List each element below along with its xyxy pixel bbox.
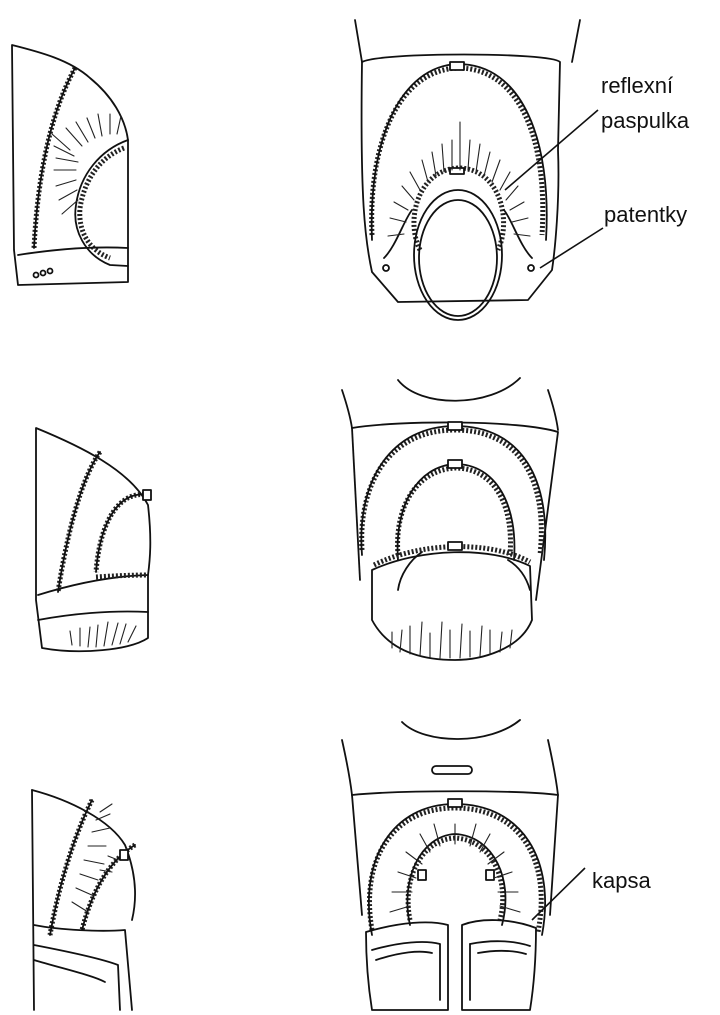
- label-snaps: patentky: [540, 202, 687, 268]
- label-reflective-piping-line2: paspulka: [601, 108, 690, 133]
- fringe-side-1: [52, 114, 121, 214]
- leader-snaps: [540, 228, 603, 268]
- pocket-left: [366, 922, 448, 1010]
- fringe-side-3: [72, 804, 118, 912]
- label-pocket-text: kapsa: [592, 868, 651, 893]
- label-reflective-piping-line1: reflexní: [601, 73, 673, 98]
- leader-reflective-piping: [505, 110, 598, 190]
- hood-side-view-1: [12, 45, 128, 285]
- hood-front-view-3: [342, 720, 558, 1010]
- hood-side-view-3: [32, 790, 135, 1010]
- snap-dots-side-1: [34, 269, 53, 278]
- pocket-right: [462, 920, 536, 1010]
- hood-side-view-2: [36, 428, 151, 651]
- hood-drawcord-slot: [432, 766, 472, 774]
- fringe-side-2: [70, 622, 136, 647]
- hood-front-view-2: [342, 378, 558, 660]
- hood-front-view-1: [355, 20, 580, 320]
- label-snaps-text: patentky: [604, 202, 687, 227]
